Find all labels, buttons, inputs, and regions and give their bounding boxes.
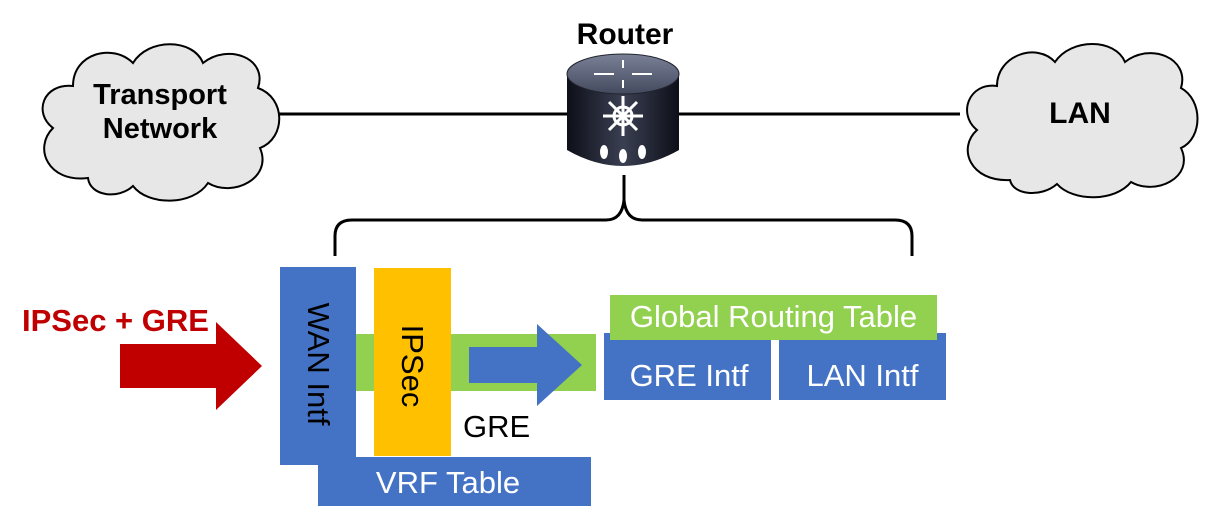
arrow-right-icon bbox=[120, 322, 262, 410]
transport-network-label-line1: Transport bbox=[93, 79, 227, 111]
lan-intf-label: LAN Intf bbox=[806, 358, 919, 393]
router-brace bbox=[333, 175, 914, 256]
gre-label: GRE bbox=[463, 409, 531, 444]
global-routing-table-label: Global Routing Table bbox=[629, 299, 918, 334]
global-routing-table-box bbox=[610, 295, 937, 340]
router-label: Router bbox=[576, 18, 674, 51]
wan-intf-box bbox=[280, 267, 356, 465]
lan-cloud bbox=[966, 43, 1199, 199]
transport-network-label-line2: Network bbox=[102, 113, 218, 145]
gre-intf-label: GRE Intf bbox=[629, 358, 749, 393]
gre-arrow-icon bbox=[469, 324, 582, 406]
ipsec-label: IPSec bbox=[395, 324, 430, 408]
router-icon bbox=[566, 53, 680, 166]
lan-cloud-label: LAN bbox=[1049, 97, 1111, 130]
vrf-table-box bbox=[318, 457, 591, 506]
transport-network-cloud bbox=[41, 43, 281, 202]
ipsec-gre-label: IPSec + GRE bbox=[22, 303, 209, 338]
ipsec-box bbox=[374, 268, 451, 456]
vrf-table-label: VRF Table bbox=[375, 465, 521, 500]
wan-intf-label: WAN Intf bbox=[301, 302, 336, 426]
intf-divider bbox=[771, 340, 779, 400]
